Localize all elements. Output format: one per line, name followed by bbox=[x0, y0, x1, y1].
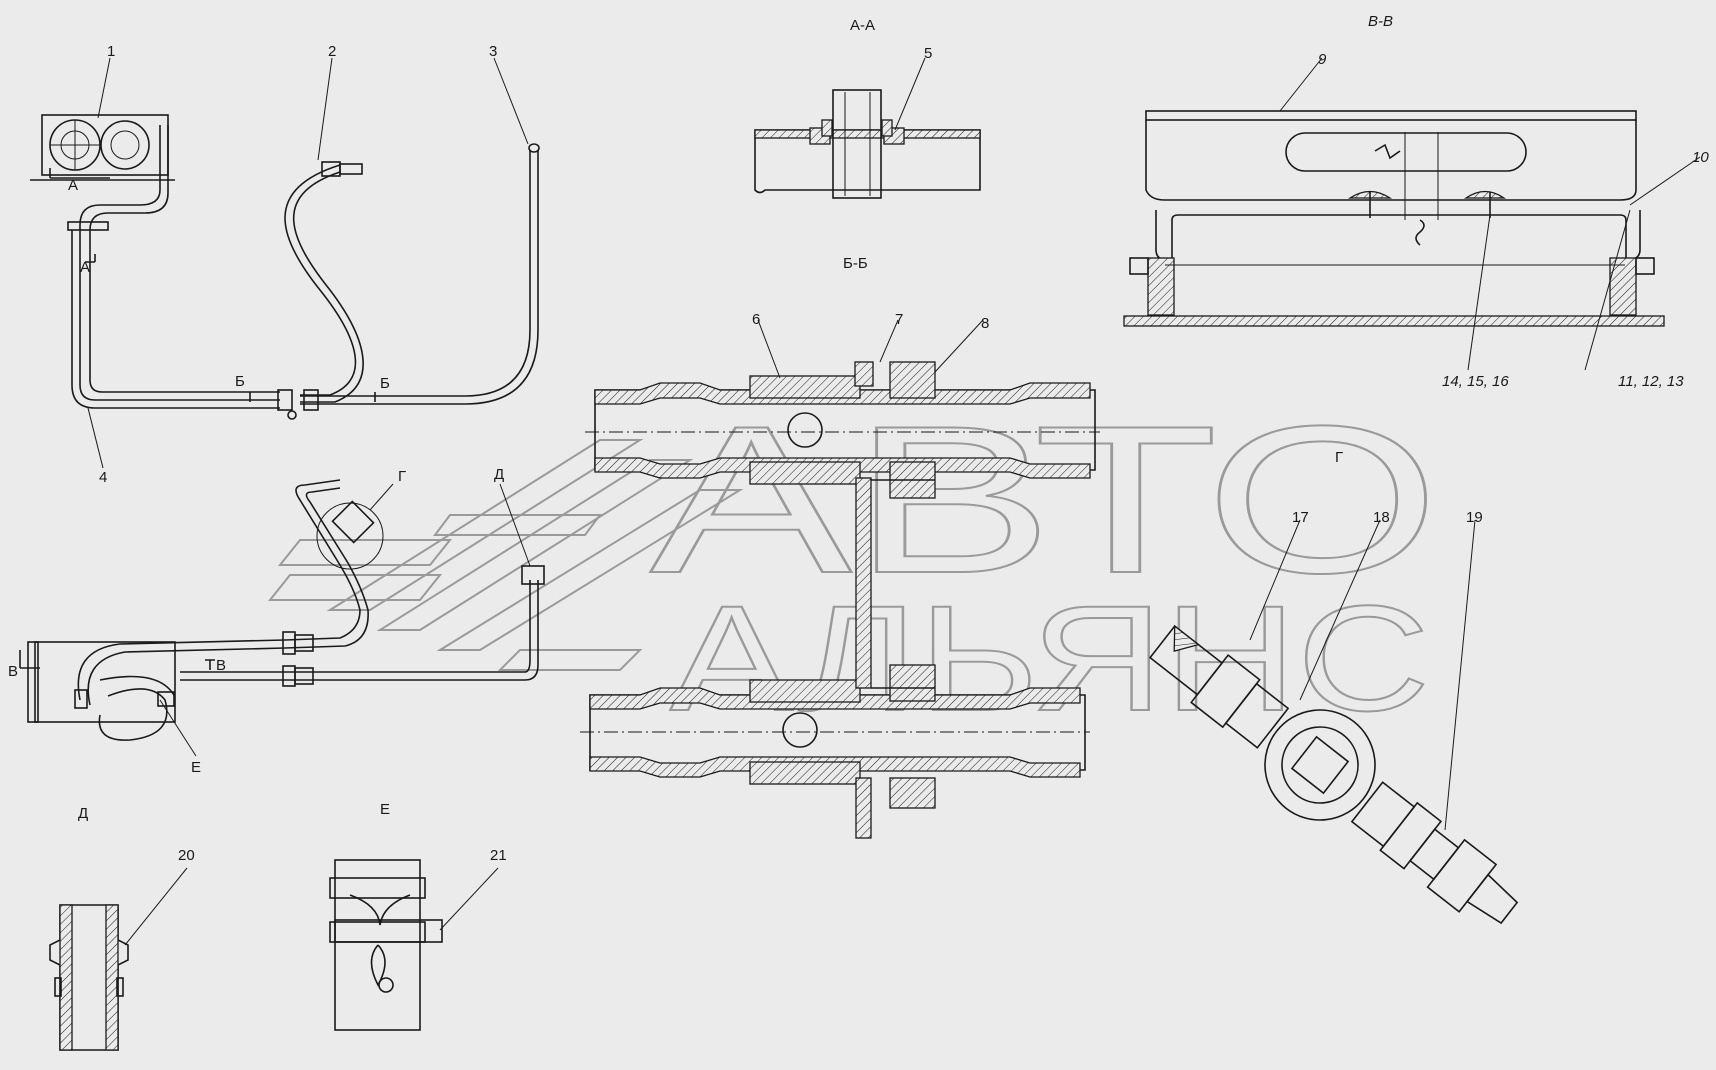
cut-mark-b-1: Б bbox=[235, 373, 245, 390]
cut-mark-v-1: В bbox=[8, 663, 18, 680]
section-title-vv: В-В bbox=[1368, 13, 1393, 30]
callout-19: 19 bbox=[1466, 509, 1483, 526]
cut-marks: А А Б Б Г Д В В Е bbox=[8, 177, 504, 776]
callout-17: 17 bbox=[1292, 509, 1309, 526]
callout-20: 20 bbox=[178, 847, 195, 864]
cut-mark-g: Г bbox=[398, 468, 406, 485]
section-title-d: Д bbox=[78, 805, 88, 822]
callout-labels: 1 2 3 4 5 6 7 8 9 10 11, 12, 13 14, 15, … bbox=[99, 43, 1709, 864]
piping-view-top bbox=[30, 114, 540, 420]
cut-mark-v-2: В bbox=[216, 657, 226, 674]
callout-1: 1 bbox=[107, 43, 115, 60]
callout-2: 2 bbox=[328, 43, 336, 60]
cut-mark-e: Е bbox=[191, 759, 201, 776]
section-titles: А-А В-В Б-Б Г Д Е bbox=[78, 13, 1393, 822]
section-title-g: Г bbox=[1335, 449, 1343, 466]
watermark-line1: АВТО bbox=[650, 382, 1440, 617]
callout-11-12-13: 11, 12, 13 bbox=[1618, 373, 1684, 390]
section-title-bb: Б-Б bbox=[843, 255, 868, 272]
cut-mark-a-1: А bbox=[68, 177, 78, 194]
callout-10: 10 bbox=[1692, 149, 1709, 166]
callout-3: 3 bbox=[489, 43, 497, 60]
watermark-line2: АЛЬЯНС bbox=[670, 574, 1430, 742]
callout-4: 4 bbox=[99, 469, 107, 486]
detail-d bbox=[49, 904, 129, 1051]
cut-mark-b-2: Б bbox=[380, 375, 390, 392]
callout-8: 8 bbox=[981, 315, 989, 332]
cut-mark-d: Д bbox=[494, 466, 504, 483]
piping-view-bottom bbox=[19, 479, 545, 741]
callout-9: 9 bbox=[1318, 51, 1327, 68]
section-vv bbox=[1123, 110, 1665, 327]
watermark: АВТО АЛЬЯНС bbox=[267, 381, 1441, 743]
callout-21: 21 bbox=[490, 847, 507, 864]
section-bb bbox=[580, 361, 1100, 839]
callout-14-15-16: 14, 15, 16 bbox=[1442, 373, 1509, 390]
callout-6: 6 bbox=[752, 311, 760, 328]
section-title-aa: А-А bbox=[850, 17, 875, 34]
detail-e bbox=[329, 859, 443, 1031]
cut-mark-a-2: А bbox=[80, 259, 90, 276]
leader-lines bbox=[87, 57, 1701, 946]
section-title-e: Е bbox=[380, 801, 390, 818]
section-aa bbox=[754, 89, 981, 199]
watermark-logo bbox=[267, 439, 744, 671]
callout-18: 18 bbox=[1373, 509, 1390, 526]
callout-5: 5 bbox=[924, 45, 932, 62]
detail-g bbox=[1148, 624, 1519, 925]
callout-7: 7 bbox=[895, 311, 903, 328]
